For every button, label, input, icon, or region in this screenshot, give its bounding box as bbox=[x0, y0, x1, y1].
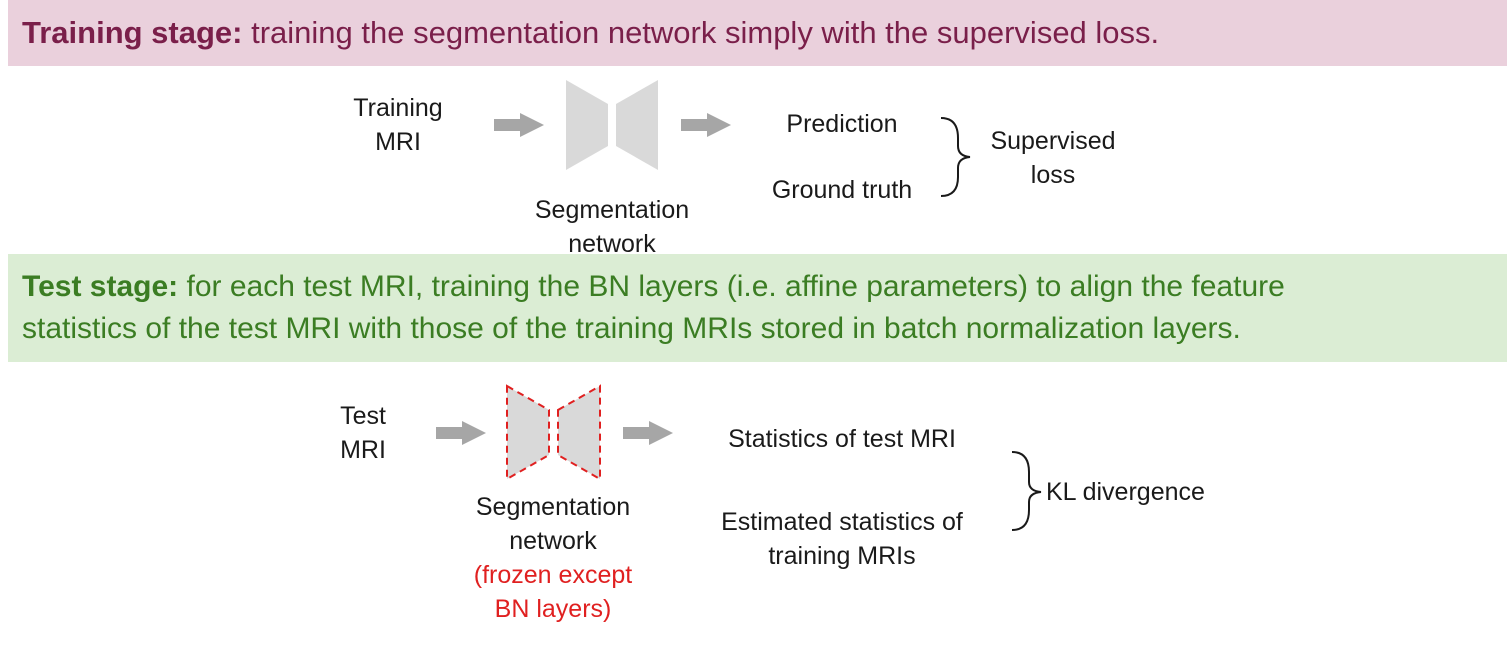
supervised-loss-label-line-2: loss bbox=[1030, 161, 1076, 189]
training-stage-description: training the segmentation network simply… bbox=[242, 15, 1160, 50]
prediction-label: Prediction bbox=[786, 110, 898, 138]
test-output-arrow bbox=[623, 421, 673, 445]
frozen-note-line-1: (frozen except bbox=[473, 561, 633, 589]
training-network-label-line-1: Segmentation bbox=[534, 196, 690, 224]
training-statistics-label-line-1: Estimated statistics of bbox=[721, 508, 963, 536]
training-input-label: Training MRI bbox=[330, 91, 466, 159]
training-output-arrow bbox=[681, 113, 731, 137]
test-stage-title: Test stage: bbox=[22, 270, 179, 303]
training-stage-banner: Training stage: training the segmentatio… bbox=[8, 0, 1507, 66]
test-loss-brace bbox=[1011, 451, 1042, 531]
test-stage-banner: Test stage: for each test MRI, training … bbox=[8, 254, 1507, 362]
test-stage-line-1: Test stage: for each test MRI, training … bbox=[22, 266, 1507, 308]
training-input-label-line-1: Training bbox=[353, 94, 443, 122]
test-stage-description-2: statistics of the test MRI with those of… bbox=[22, 312, 1241, 345]
kl-divergence-label: KL divergence bbox=[1046, 478, 1205, 506]
test-network-label-line-1: Segmentation bbox=[475, 493, 631, 521]
supervised-loss-label: Supervised loss bbox=[975, 124, 1131, 192]
test-stage-description-1: for each test MRI, training the BN layer… bbox=[178, 270, 1285, 303]
test-input-arrow bbox=[436, 421, 486, 445]
supervised-loss-label-line-1: Supervised bbox=[990, 127, 1116, 155]
training-input-label-line-2: MRI bbox=[375, 128, 421, 156]
test-input-label: Test MRI bbox=[318, 399, 408, 467]
test-input-label-line-2: MRI bbox=[340, 436, 386, 464]
test-input-label-line-1: Test bbox=[340, 402, 386, 430]
training-statistics-label: Estimated statistics of training MRIs bbox=[692, 505, 992, 573]
training-network-label: Segmentation network bbox=[522, 193, 702, 261]
training-loss-brace bbox=[940, 117, 971, 197]
training-stage-title: Training stage: bbox=[22, 15, 243, 50]
training-network-shape bbox=[566, 80, 658, 170]
frozen-note-line-2: BN layers) bbox=[494, 595, 612, 623]
test-network-label-line-2: network bbox=[509, 527, 597, 555]
training-network-label-line-2: network bbox=[568, 230, 656, 258]
test-network-label: Segmentation network (frozen except BN l… bbox=[463, 490, 643, 626]
training-input-arrow bbox=[494, 113, 544, 137]
test-statistics-label: Statistics of test MRI bbox=[728, 425, 956, 453]
training-statistics-label-line-2: training MRIs bbox=[768, 542, 916, 570]
test-network-shape bbox=[506, 384, 601, 481]
ground-truth-label: Ground truth bbox=[771, 176, 913, 204]
